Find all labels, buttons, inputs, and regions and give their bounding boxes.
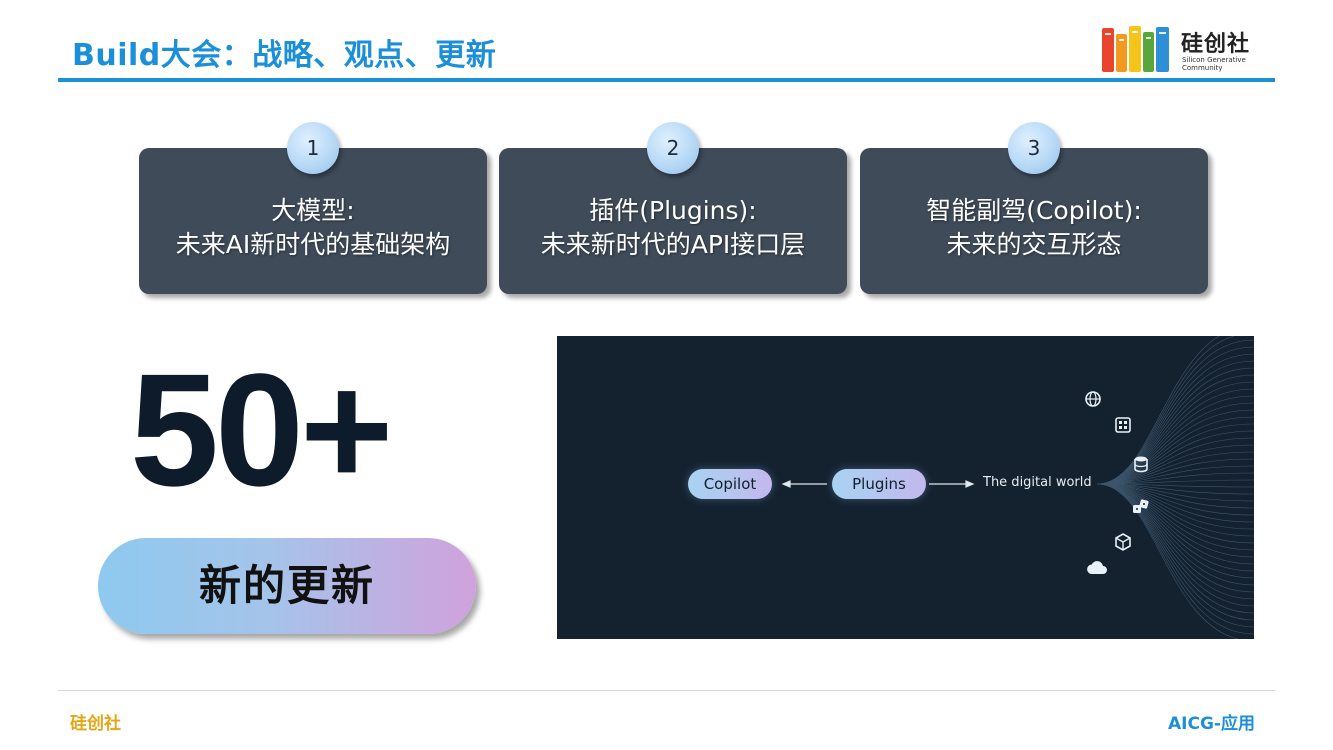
header-divider	[58, 78, 1275, 82]
grid-icon	[1114, 416, 1132, 434]
card-description: 未来AI新时代的基础架构	[175, 230, 451, 259]
card-text: 插件(Plugins): 未来新时代的API接口层	[499, 194, 847, 262]
card-number-badge: 1	[287, 122, 339, 174]
logo-sub-line1: Silicon Generative	[1182, 56, 1246, 64]
dice-icon	[1132, 498, 1150, 516]
logo-sub-line2: Community	[1182, 64, 1223, 72]
card-heading: 插件(Plugins):	[589, 196, 757, 225]
diagram-world-label: The digital world	[983, 475, 1092, 490]
card-heading: 智能副驾(Copilot):	[926, 196, 1142, 225]
card-copilot: 3 智能副驾(Copilot): 未来的交互形态	[860, 122, 1208, 294]
card-heading: 大模型:	[271, 196, 355, 225]
footer-divider	[58, 690, 1275, 691]
cube-icon	[1114, 533, 1132, 551]
card-text: 智能副驾(Copilot): 未来的交互形态	[860, 194, 1208, 262]
books-logo-icon	[1102, 26, 1169, 72]
logo-name: 硅创社	[1181, 32, 1251, 57]
logo-subtitle: Silicon Generative Community	[1182, 56, 1262, 72]
updates-count: 50+	[130, 340, 393, 519]
database-icon	[1132, 455, 1150, 473]
new-updates-pill: 新的更新	[98, 538, 476, 634]
card-number-badge: 2	[647, 122, 699, 174]
card-number-badge: 3	[1008, 122, 1060, 174]
card-text: 大模型: 未来AI新时代的基础架构	[139, 194, 487, 262]
card-description: 未来的交互形态	[946, 230, 1122, 259]
card-plugins: 2 插件(Plugins): 未来新时代的API接口层	[499, 122, 847, 294]
diagram-copilot-label: Copilot	[688, 469, 772, 499]
footer-section-label: AICG-应用	[1168, 714, 1255, 734]
diagram-plugins-label: Plugins	[832, 469, 926, 499]
globe-icon	[1084, 390, 1102, 408]
page-title: Build大会：战略、观点、更新	[72, 38, 497, 73]
card-large-models: 1 大模型: 未来AI新时代的基础架构	[139, 122, 487, 294]
footer-brand: 硅创社	[70, 714, 121, 734]
logo: 硅创社 Silicon Generative Community	[1100, 24, 1270, 74]
copilot-plugins-diagram: Copilot Plugins The digital world	[557, 336, 1254, 639]
cloud-icon	[1086, 559, 1108, 577]
diagram-lines	[781, 336, 1254, 639]
card-description: 未来新时代的API接口层	[540, 230, 806, 259]
